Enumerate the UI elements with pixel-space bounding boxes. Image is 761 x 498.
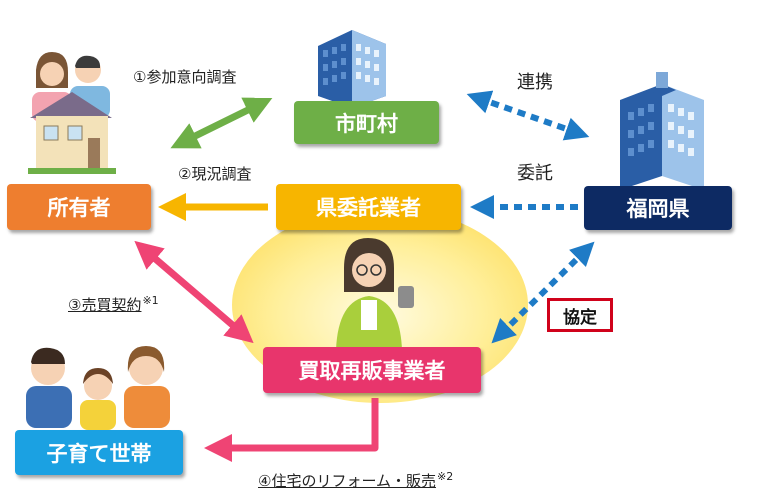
reseller-box: 買取再販事業者 (263, 347, 481, 393)
municipality-box: 市町村 (294, 101, 439, 144)
sales-contract-label: ③売買契約※1 (68, 294, 159, 314)
survey-status-label: ②現況調査 (178, 165, 252, 183)
reseller-label: 買取再販事業者 (298, 359, 446, 383)
owner-box: 所有者 (7, 184, 151, 230)
arrow-sales-contract (134, 240, 254, 344)
prefecture-building-icon (620, 72, 704, 190)
owner-illustration (28, 52, 116, 174)
agreement-box: 協定 (547, 298, 613, 332)
arrow-cooperation (466, 90, 590, 141)
arrow-agreement (491, 241, 595, 344)
contractor-label: 県委託業者 (316, 196, 421, 220)
arrow-reform-sale (204, 398, 379, 462)
arrow-survey-intent (170, 97, 273, 149)
reseller-person-illustration (336, 238, 414, 350)
prefecture-box: 福岡県 (584, 186, 732, 230)
municipality-building-icon (318, 30, 386, 108)
owner-label: 所有者 (47, 196, 111, 220)
family-illustration (26, 346, 170, 430)
survey-intent-label: ①参加意向調査 (133, 68, 237, 86)
family-box: 子育て世帯 (15, 430, 183, 475)
family-label: 子育て世帯 (46, 441, 152, 466)
prefecture-label: 福岡県 (626, 197, 690, 221)
reform-sale-label: ④住宅のリフォーム・販売※2 (258, 470, 454, 490)
agreement-label: 協定 (563, 307, 597, 328)
contractor-box: 県委託業者 (276, 184, 461, 230)
municipality-label: 市町村 (335, 111, 398, 136)
cooperation-label: 連携 (517, 72, 553, 93)
commission-label: 委託 (517, 163, 553, 184)
